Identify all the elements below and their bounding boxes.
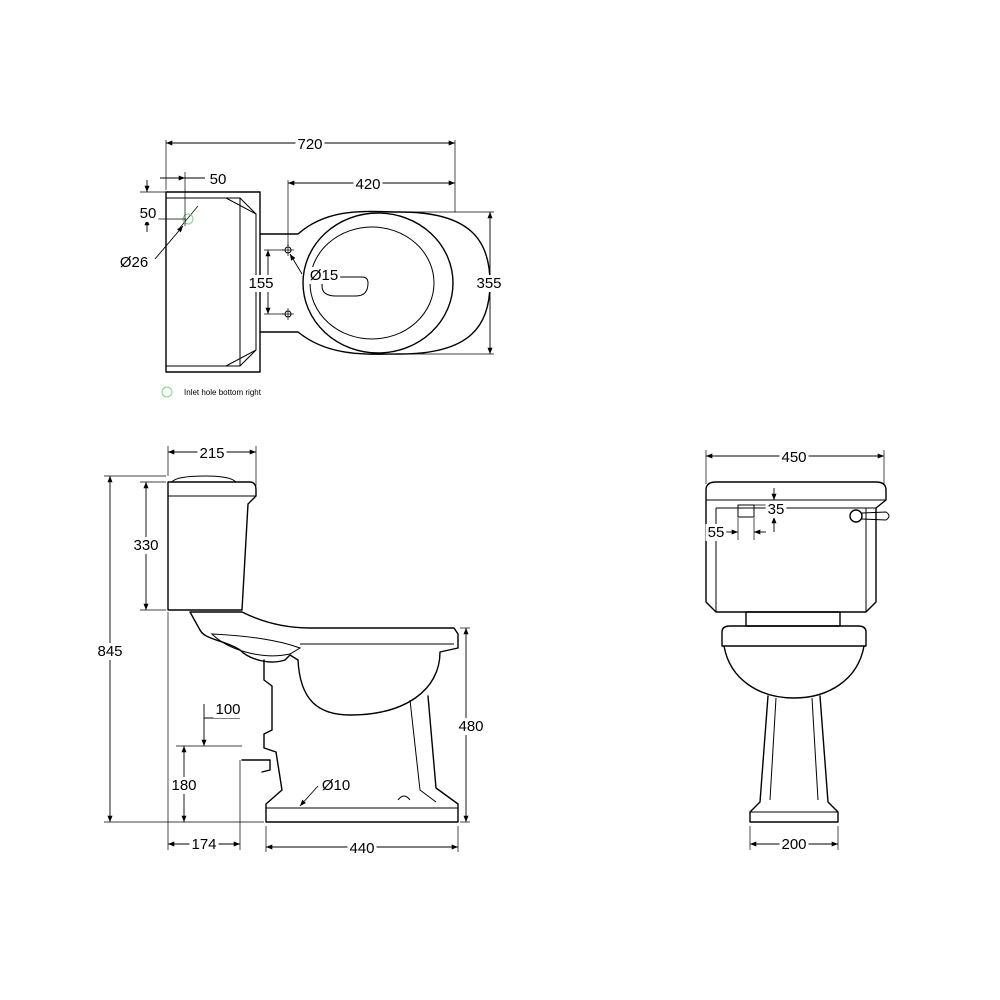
dim-pedestal-width: 200 (781, 836, 806, 853)
dim-pan-length: 420 (355, 176, 380, 193)
pan-side-outline (189, 611, 459, 823)
label-halo (765, 501, 787, 518)
label-halo (319, 777, 353, 794)
label-halo (353, 176, 383, 193)
cistern-side-outline (167, 475, 257, 611)
label-halo (189, 836, 219, 853)
cistern-front-outline (705, 481, 887, 613)
dim-outlet-height-b: 180 (171, 777, 196, 794)
side-view: 215 330 845 100 180 174 Ø10 480 (95, 445, 486, 857)
legend-marker (161, 386, 173, 398)
dim-rim-height: 480 (458, 718, 483, 735)
label-halo (474, 275, 504, 292)
dim-tank-offset: 50 (210, 171, 227, 188)
label-halo (213, 701, 243, 718)
dim-fixing-spacing: 155 (248, 275, 273, 292)
dim-pan-width: 355 (476, 275, 501, 292)
dim-outlet-height-a: 100 (215, 701, 240, 718)
dim-overall-height: 845 (97, 643, 122, 660)
legend-note: Inlet hole bottom right (184, 388, 262, 397)
pan-front-outline (721, 611, 867, 823)
dim-base-length: 440 (349, 840, 374, 857)
label-halo (169, 777, 199, 794)
dim-outlet-wall: 174 (191, 836, 216, 853)
dim-floor-hole: Ø10 (322, 777, 350, 794)
label-halo (705, 524, 727, 541)
label-halo (779, 449, 809, 466)
label-halo (307, 267, 341, 284)
label-halo (117, 254, 151, 271)
dim-lever-offset-v: 35 (768, 501, 785, 518)
label-halo (197, 445, 227, 462)
label-halo (131, 537, 161, 554)
dim-cistern-width: 450 (781, 449, 806, 466)
label-halo (779, 836, 809, 853)
dim-inlet-diameter: Ø26 (120, 254, 148, 271)
dim-tank-depth: 215 (199, 445, 224, 462)
label-halo (95, 643, 125, 660)
dim-cistern-height: 330 (133, 537, 158, 554)
label-halo (207, 171, 229, 188)
label-halo (246, 275, 276, 292)
label-halo (347, 840, 377, 857)
dim-overall-width: 720 (297, 136, 322, 153)
pan-top-outline (259, 210, 491, 355)
label-halo (456, 718, 486, 735)
top-view: 720 50 50 Ø26 420 Ø15 155 355 (117, 136, 504, 398)
lever-handle (849, 509, 890, 523)
dim-tank-offset-v: 50 (140, 205, 157, 222)
front-view: 450 35 55 200 (705, 449, 890, 853)
label-halo (137, 205, 159, 222)
label-halo (295, 136, 325, 153)
dim-lever-offset-h: 55 (708, 524, 725, 541)
dim-fixing-hole: Ø15 (310, 267, 338, 284)
fixing-holes (282, 244, 294, 320)
